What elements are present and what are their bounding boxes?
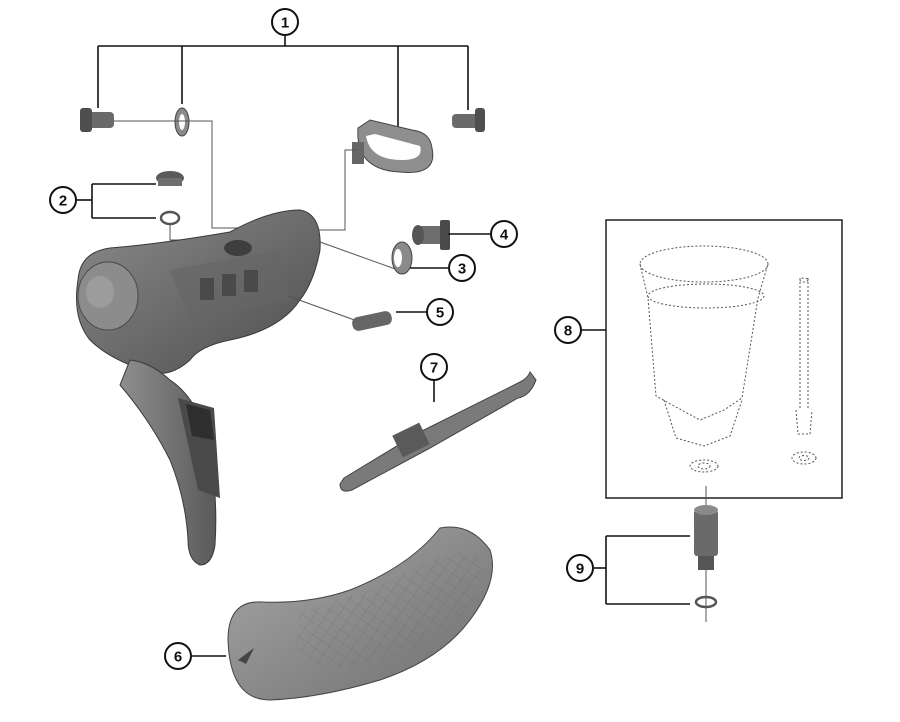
svg-text:9: 9 (576, 561, 584, 578)
callout-8: 8 (554, 316, 582, 344)
part-7-tool (339, 370, 537, 492)
leader-lines-part-1 (97, 36, 469, 130)
callout-7: 7 (420, 353, 448, 381)
callout-4: 4 (490, 220, 518, 248)
part-6-hood (227, 526, 493, 701)
o-ring-small (159, 210, 181, 226)
part-3-ring (391, 241, 413, 275)
part-9-adapter (694, 505, 718, 570)
clamp-band (352, 119, 434, 173)
svg-text:1: 1 (281, 15, 289, 32)
callout-2: 2 (49, 186, 77, 214)
part-4-fitting (412, 220, 450, 250)
callout-3: 3 (448, 254, 476, 282)
shift-lever-body (76, 209, 321, 374)
svg-text:7: 7 (430, 360, 438, 377)
callout-5: 5 (426, 298, 454, 326)
bleed-screw (156, 171, 184, 186)
brake-lever-blade (119, 359, 220, 566)
part-5-pin (352, 311, 392, 331)
svg-text:8: 8 (564, 323, 572, 340)
part-8-box (605, 219, 843, 499)
leader-lines-part-2 (76, 183, 156, 219)
svg-text:5: 5 (436, 305, 444, 322)
callout-9: 9 (566, 554, 594, 582)
callout-1: 1 (271, 8, 299, 36)
svg-text:6: 6 (174, 649, 182, 666)
bolt-left (80, 108, 114, 132)
svg-text:2: 2 (59, 193, 67, 210)
svg-text:3: 3 (458, 261, 466, 278)
washer-top (174, 107, 190, 137)
part-8-rod (791, 277, 817, 465)
bolt-right (452, 108, 485, 132)
leader-lines-part-9 (594, 535, 690, 605)
svg-text:4: 4 (500, 227, 509, 244)
callout-6: 6 (164, 642, 192, 670)
part-8-funnel (639, 245, 769, 473)
